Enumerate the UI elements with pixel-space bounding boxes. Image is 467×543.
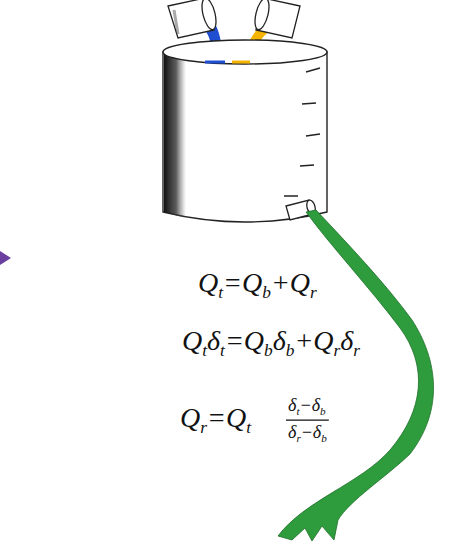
solution-equation: Qr=Qt	[180, 401, 251, 439]
balance-equation: Qtδt=Qbδb+Qrδr	[182, 324, 360, 362]
yellow-cup	[252, 0, 300, 38]
fraction-numerator: δt−δb	[288, 395, 326, 418]
balance-equation: Qt=Qb+Qr	[198, 266, 317, 304]
green-outflow	[278, 210, 434, 541]
pointer-arrow	[0, 251, 11, 265]
mixing-tank	[163, 40, 327, 222]
fraction-denominator: δr−δb	[288, 422, 327, 445]
blue-cup	[168, 0, 219, 38]
fraction-bar	[286, 420, 329, 421]
